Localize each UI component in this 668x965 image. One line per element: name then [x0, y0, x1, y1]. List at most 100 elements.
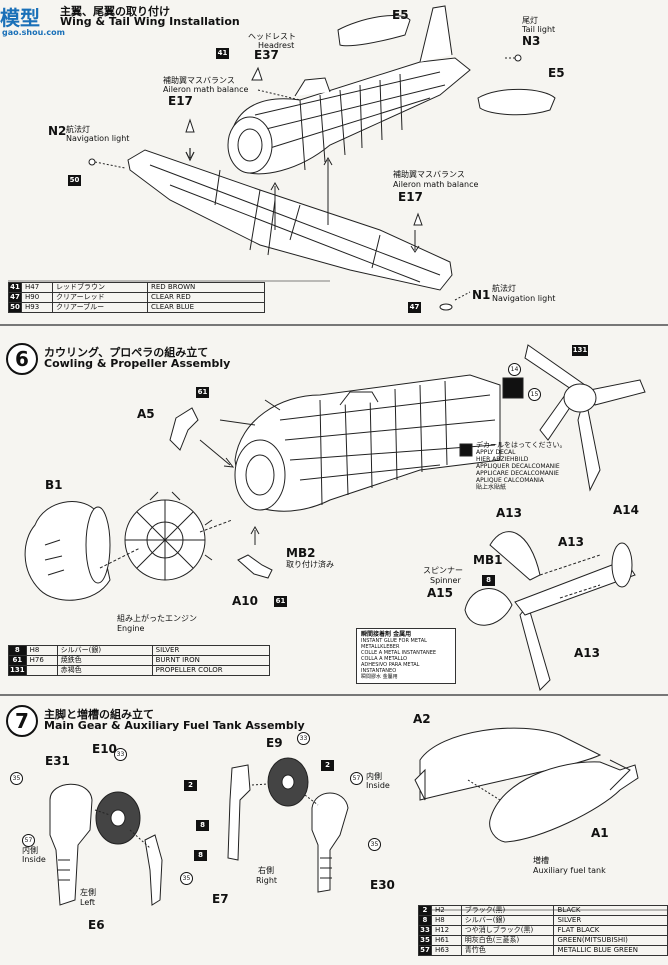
- label-e31: E31: [45, 754, 70, 768]
- fuel-tank: [414, 727, 639, 843]
- label-inside-jp-r: 内側: [366, 772, 382, 781]
- label-left-en: Left: [80, 898, 96, 907]
- step7-title-en: Main Gear & Auxiliary Fuel Tank Assembly: [44, 719, 305, 732]
- label-aileron-en: Aileron math balance: [163, 85, 249, 94]
- badge-2a: 2: [184, 780, 197, 791]
- label-nav-en: Navigation light: [66, 134, 130, 143]
- propeller-bottom: [464, 531, 636, 691]
- label-e17-right: E17: [398, 190, 423, 204]
- label-a5: A5: [137, 407, 155, 421]
- label-spinner-jp: スピンナー: [423, 566, 463, 575]
- step6-title-en: Cowling & Propeller Assembly: [44, 357, 231, 370]
- wing-step5: [127, 149, 453, 291]
- decal-line: APPLICARE DECALCOMANIE: [476, 470, 559, 477]
- glue-line: COLLE A METAL INSTANTANEE: [361, 650, 437, 656]
- label-a13-a: A13: [496, 506, 522, 520]
- glue-line: 瞬間膠水 金屬用: [361, 674, 398, 680]
- decal-line: APPLIQUER DECALCOMANIE: [476, 463, 560, 470]
- glue-line: COLLA A METALLO: [361, 656, 408, 662]
- label-n3: N3: [522, 34, 541, 48]
- label-aileron2-jp: 補助翼マスバランス: [393, 170, 465, 179]
- label-right-jp: 右側: [258, 866, 274, 875]
- decal-jp: デカールをはってください。: [476, 441, 567, 449]
- label-engine-jp: 組み上がったエンジン: [117, 614, 197, 623]
- circle-14: 14: [508, 363, 521, 376]
- step5-title-en: Wing & Tail Wing Installation: [60, 15, 240, 28]
- label-e9: E9: [266, 736, 283, 750]
- label-tail-light-jp: 尾灯: [522, 16, 538, 25]
- label-a10: A10: [232, 594, 258, 608]
- label-e5-top: E5: [392, 8, 409, 22]
- label-left-jp: 左側: [80, 888, 96, 897]
- label-e17-left: E17: [168, 94, 193, 108]
- propeller-top: [524, 344, 646, 492]
- step5-title-jp: 主翼、尾翼の取り付け: [60, 5, 170, 18]
- label-a13-c: A13: [574, 646, 600, 660]
- label-e5-right: E5: [548, 66, 565, 80]
- label-a1: A1: [591, 826, 609, 840]
- circle-33a: 33: [114, 748, 127, 761]
- decal-line: HIER ABZIEHBILD: [476, 456, 529, 463]
- label-spinner-en: Spinner: [430, 576, 461, 585]
- label-n1: N1: [472, 288, 491, 302]
- circle-33b: 33: [297, 732, 310, 745]
- engine: [124, 491, 213, 581]
- divider-1: [0, 324, 668, 326]
- watermark-text: 模型: [0, 6, 40, 30]
- badge-131: 131: [572, 345, 588, 356]
- watermark-site: gao.shou.com: [2, 28, 65, 37]
- gear-left: [49, 783, 163, 906]
- label-inside-jp-l: 内側: [22, 846, 38, 855]
- label-a2: A2: [413, 712, 431, 726]
- decal-instruction: デカールをはってください。 APPLY DECAL HIER ABZIEHBIL…: [476, 441, 567, 492]
- tailplane-left: [337, 14, 411, 47]
- badge-47: 47: [408, 302, 421, 313]
- badge-61b: 61: [274, 596, 287, 607]
- label-mb2: MB2: [286, 546, 316, 560]
- fuselage-step6: [219, 374, 501, 512]
- step6-number: 6: [6, 343, 38, 375]
- label-e30: E30: [370, 878, 395, 892]
- circle-35b: 35: [180, 872, 193, 885]
- label-right-en: Right: [256, 876, 278, 885]
- glue-line: METALLKLEBER: [361, 644, 400, 650]
- cowling-b1: [24, 501, 111, 601]
- fuselage-step5: [227, 5, 471, 175]
- glue-notice: 瞬間接着剤 金属用 INSTANT GLUE FOR METAL METALLK…: [356, 628, 456, 684]
- label-nav2-jp: 航法灯: [492, 284, 516, 293]
- circle-57a: 57: [22, 834, 35, 847]
- glue-title: 瞬間接着剤 金属用: [361, 631, 412, 638]
- badge-8a: 8: [194, 850, 207, 861]
- label-headrest-jp: ヘッドレスト: [248, 32, 296, 41]
- label-a15: A15: [427, 586, 453, 600]
- label-mb1: MB1: [473, 553, 503, 567]
- watermark-logo: 模型: [0, 8, 40, 28]
- step5-section: 主翼、尾翼の取り付け Wing & Tail Wing Installation…: [0, 0, 668, 323]
- circle-35a: 35: [10, 772, 23, 785]
- decal-line: APLIQUE CALCOMANIA: [476, 477, 544, 484]
- label-inside-en-l: Inside: [22, 855, 46, 864]
- badge-41: 41: [216, 48, 229, 59]
- label-headrest-en: Headrest: [258, 41, 295, 50]
- glue-line: ADHESIVO PARA METAL INSTANTANEO: [361, 662, 420, 674]
- label-aileron-jp: 補助翼マスバランス: [163, 76, 235, 85]
- circle-57b: 57: [350, 772, 363, 785]
- tailplane-right: [477, 88, 556, 116]
- decal-line: APPLY DECAL: [476, 449, 516, 456]
- label-n2: N2: [48, 124, 67, 138]
- label-a13-b: A13: [558, 535, 584, 549]
- badge-8-step6: 8: [482, 575, 495, 586]
- badge-8b: 8: [196, 820, 209, 831]
